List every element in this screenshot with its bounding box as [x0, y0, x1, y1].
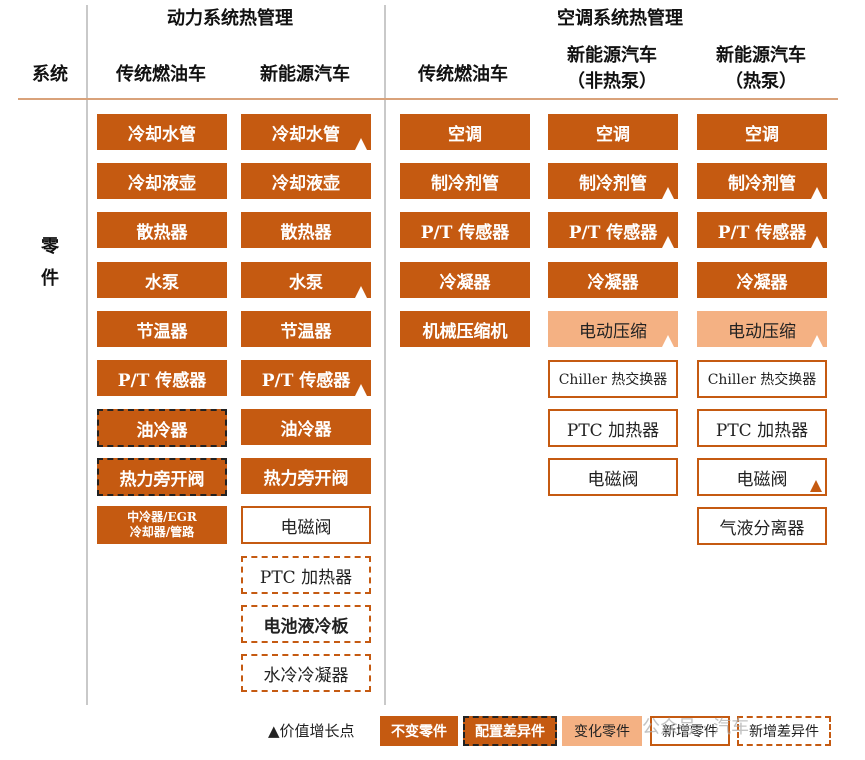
legend-changed: 变化零件 — [562, 716, 642, 746]
part-ice-ac-3: 冷凝器 — [400, 262, 530, 298]
part-nev-nohp-1: 制冷剂管 — [548, 163, 678, 199]
col-header-nev-hp-line2: （热泵） — [725, 71, 797, 92]
legend-growth-point: ▲价值增长点 — [268, 722, 355, 740]
growth-triangle-icon — [662, 187, 674, 199]
part-ice-power-8: 中冷器/EGR 冷却器/管路 — [97, 506, 227, 544]
part-nev-hp-1: 制冷剂管 — [697, 163, 827, 199]
part-ice-power-8-line2: 冷却器/管路 — [129, 525, 195, 539]
col-header-ice-ac: 传统燃油车 — [418, 64, 508, 85]
row-label-parts-2: 件 — [41, 268, 59, 289]
part-ice-ac-2: P/T 传感器 — [400, 212, 530, 248]
part-nev-nohp-3: 冷凝器 — [548, 262, 678, 298]
part-ice-ac-0: 空调 — [400, 114, 530, 150]
divider-middle — [384, 5, 386, 705]
header-underline — [18, 98, 838, 100]
growth-triangle-icon — [355, 286, 367, 298]
col-header-nev-nohp-line2: （非热泵） — [567, 71, 657, 92]
part-ice-power-7: 热力旁开阀 — [97, 458, 227, 496]
legend-new-part: 新增零件 — [650, 716, 730, 746]
part-nev-power-10: 电池液冷板 — [241, 605, 371, 643]
part-nev-hp-5: Chiller 热交换器 — [697, 360, 827, 398]
part-ice-power-0: 冷却水管 — [97, 114, 227, 150]
growth-triangle-icon — [810, 480, 822, 492]
legend-config-diff: 配置差异件 — [463, 716, 557, 746]
part-nev-nohp-4: 电动压缩 — [548, 311, 678, 347]
part-nev-hp-7: 电磁阀 — [697, 458, 827, 496]
part-ice-power-1: 冷却液壶 — [97, 163, 227, 199]
part-nev-hp-0: 空调 — [697, 114, 827, 150]
row-label-parts-1: 零 — [41, 236, 59, 257]
part-nev-hp-3: 冷凝器 — [697, 262, 827, 298]
part-nev-power-3: 水泵 — [241, 262, 371, 298]
part-nev-nohp-0: 空调 — [548, 114, 678, 150]
part-nev-power-2: 散热器 — [241, 212, 371, 248]
part-nev-power-0: 冷却水管 — [241, 114, 371, 150]
part-nev-power-5: P/T 传感器 — [241, 360, 371, 396]
part-nev-power-9: PTC 加热器 — [241, 556, 371, 594]
part-ice-power-2: 散热器 — [97, 212, 227, 248]
part-nev-nohp-2: P/T 传感器 — [548, 212, 678, 248]
part-nev-hp-6: PTC 加热器 — [697, 409, 827, 447]
growth-triangle-icon — [811, 187, 823, 199]
part-nev-power-11: 水冷冷凝器 — [241, 654, 371, 692]
part-nev-power-4: 节温器 — [241, 311, 371, 347]
growth-triangle-icon — [662, 236, 674, 248]
col-header-ice-power: 传统燃油车 — [116, 64, 206, 85]
divider-left — [86, 5, 88, 705]
part-ice-ac-1: 制冷剂管 — [400, 163, 530, 199]
part-nev-hp-4: 电动压缩 — [697, 311, 827, 347]
part-nev-hp-2: P/T 传感器 — [697, 212, 827, 248]
part-ice-power-6: 油冷器 — [97, 409, 227, 447]
part-nev-power-7: 热力旁开阀 — [241, 458, 371, 494]
part-nev-nohp-7: 电磁阀 — [548, 458, 678, 496]
col-header-nev-nohp-line1: 新能源汽车 — [567, 45, 657, 66]
growth-triangle-icon — [811, 236, 823, 248]
col-header-nev-power: 新能源汽车 — [260, 64, 350, 85]
part-nev-hp-8: 气液分离器 — [697, 507, 827, 545]
part-ice-power-4: 节温器 — [97, 311, 227, 347]
part-ice-power-3: 水泵 — [97, 262, 227, 298]
growth-triangle-icon — [662, 335, 674, 347]
part-ice-power-8-line1: 中冷器/EGR — [127, 510, 197, 524]
part-nev-power-1: 冷却液壶 — [241, 163, 371, 199]
part-nev-power-8: 电磁阀 — [241, 506, 371, 544]
watermark: 公众号 · 汽车 — [642, 717, 750, 738]
system-label: 系统 — [32, 64, 68, 85]
col-header-nev-hp-line1: 新能源汽车 — [716, 45, 806, 66]
legend-unchanged: 不变零件 — [380, 716, 458, 746]
part-ice-ac-4: 机械压缩机 — [400, 311, 530, 347]
growth-triangle-icon — [355, 138, 367, 150]
part-ice-power-5: P/T 传感器 — [97, 360, 227, 396]
part-nev-nohp-6: PTC 加热器 — [548, 409, 678, 447]
powertrain-title: 动力系统热管理 — [167, 8, 293, 29]
part-nev-power-6: 油冷器 — [241, 409, 371, 445]
growth-triangle-icon — [811, 335, 823, 347]
legend-new-diff: 新增差异件 — [737, 716, 831, 746]
part-nev-nohp-5: Chiller 热交换器 — [548, 360, 678, 398]
growth-triangle-icon — [355, 384, 367, 396]
ac-title: 空调系统热管理 — [557, 8, 683, 29]
